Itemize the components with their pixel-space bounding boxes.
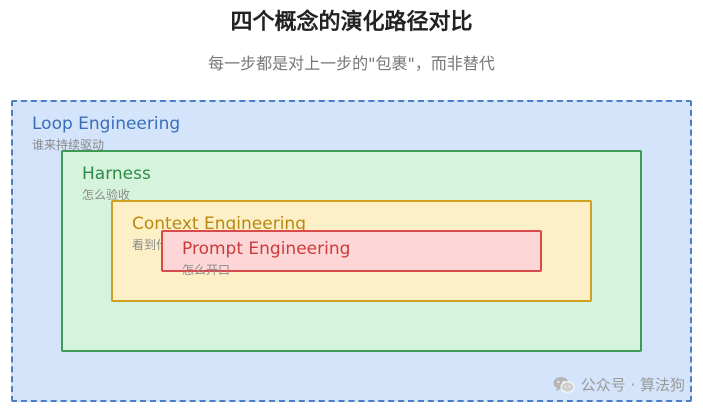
context-engineering-label: Context Engineering <box>132 214 307 234</box>
loop-engineering-desc: 谁来持续驱动 <box>32 138 105 152</box>
prompt-engineering-label: Prompt Engineering <box>182 239 351 259</box>
wechat-icon <box>553 376 575 394</box>
harness-desc: 怎么验收 <box>82 188 131 202</box>
watermark: 公众号 · 算法狗 <box>553 375 685 395</box>
page-title: 四个概念的演化路径对比 <box>230 10 473 35</box>
watermark-text: 公众号 · 算法狗 <box>580 376 685 394</box>
prompt-engineering-desc: 怎么开口 <box>182 263 231 277</box>
page-subtitle: 每一步都是对上一步的"包裹"，而非替代 <box>208 54 495 73</box>
harness-label: Harness <box>82 164 151 184</box>
loop-engineering-label: Loop Engineering <box>32 114 181 134</box>
prompt-engineering-layer: Prompt Engineering 怎么开口 <box>161 230 542 277</box>
